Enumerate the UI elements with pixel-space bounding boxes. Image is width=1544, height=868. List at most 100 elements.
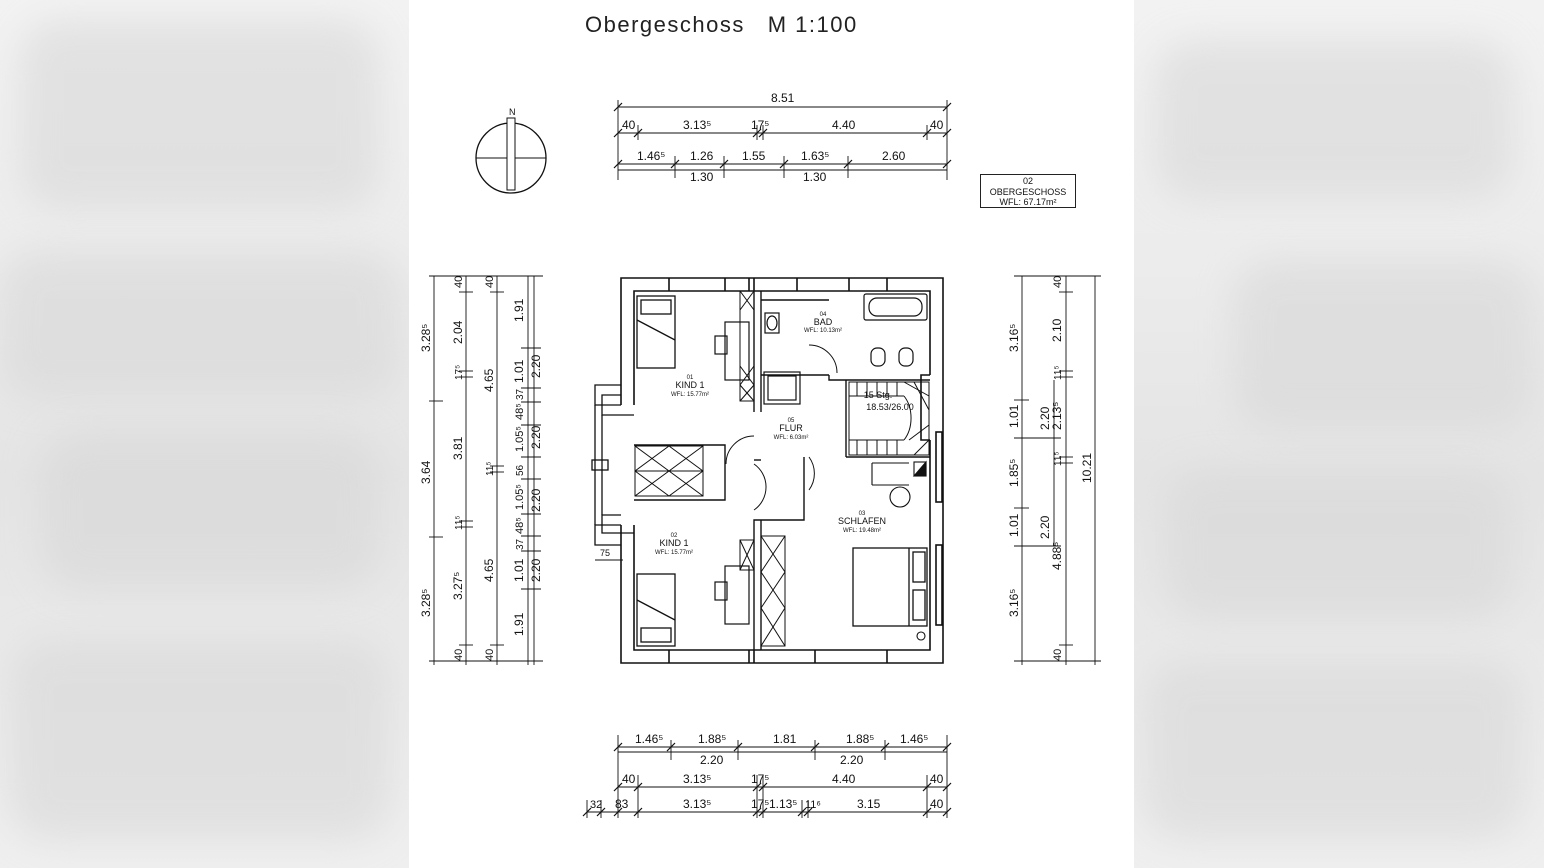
wardrobes <box>634 290 786 647</box>
dim-right-total: 10.21 <box>1080 453 1094 483</box>
dim-bot4-7: 40 <box>930 797 944 811</box>
top-dimension-labels: 8.51 40 3.13⁵ 17⁵ 4.40 40 1.46⁵ 1.26 1.5… <box>622 91 944 184</box>
dim-right1-1: 1.01 <box>1007 404 1021 428</box>
dim-bot3-3: 4.40 <box>832 772 856 786</box>
dim-left2-3: 3.81 <box>451 436 465 460</box>
outer-walls <box>620 277 944 664</box>
dim-top2-2: 17⁵ <box>751 118 769 132</box>
dim-left5-3: 2.20 <box>529 558 543 582</box>
dim-bot4-0: 32 <box>590 799 602 811</box>
dim-left4-0: 1.91 <box>512 298 526 322</box>
right-dimensions <box>1014 275 1101 665</box>
north-label: N <box>509 107 516 117</box>
right-dimension-labels: 3.16⁵ 1.01 1.85⁵ 1.01 3.16⁵ 2.20 2.20 40… <box>1007 276 1094 661</box>
room-number: 01 <box>687 375 694 381</box>
dim-right3-1: 2.10 <box>1050 318 1064 342</box>
dim-bot4-6: 3.15 <box>857 797 881 811</box>
dim-left1-1: 3.64 <box>419 460 433 484</box>
dim-top2-1: 3.13⁵ <box>683 118 711 132</box>
dim-right2-1: 2.20 <box>1038 515 1052 539</box>
dim-bot2-0: 2.20 <box>700 753 724 767</box>
north-arrow-icon: N <box>475 107 547 194</box>
dim-top4-1: 1.30 <box>803 170 827 184</box>
dim-bot3-0: 40 <box>622 772 636 786</box>
room-name: SCHLAFEN <box>838 516 886 526</box>
dim-left2-2: 17⁵ <box>454 365 465 380</box>
dim-right1-4: 3.16⁵ <box>1007 589 1021 617</box>
left-dimension-labels: 3.28⁵ 3.64 3.28⁵ 40 2.04 17⁵ 3.81 11⁵ 3.… <box>419 276 543 661</box>
dim-bot4-1: 83 <box>615 797 629 811</box>
room-number: 02 <box>671 533 678 539</box>
dim-left2-4: 11⁵ <box>454 515 465 530</box>
doors <box>725 344 838 511</box>
level-label-box: 02 OBERGESCHOSS WFL: 67.17m² <box>980 174 1076 208</box>
dim-left3-3: 4.65 <box>482 558 496 582</box>
dim-left2-6: 40 <box>453 649 465 661</box>
dim-left5-2: 2.20 <box>529 488 543 512</box>
dim-right3-6: 40 <box>1052 649 1064 661</box>
room-area: WFL: 19.48m² <box>843 528 881 534</box>
blurred-background-left <box>0 0 409 868</box>
dim-left4-4: 1.05⁵ <box>514 426 526 452</box>
room-number: 05 <box>788 418 795 424</box>
dim-left3-2: 11⁵ <box>485 461 496 476</box>
room-number: 04 <box>820 312 827 318</box>
bottom-dimension-labels: 1.46⁵ 1.88⁵ 1.81 1.88⁵ 1.46⁵ 2.20 2.20 4… <box>590 732 944 811</box>
dim-bot1-3: 1.88⁵ <box>846 732 874 746</box>
stair-ratio: 18.53/26.00 <box>866 402 914 412</box>
dim-left3-0: 40 <box>484 276 496 288</box>
dim-bot1-4: 1.46⁵ <box>900 732 928 746</box>
dim-left2-1: 2.04 <box>451 320 465 344</box>
blurred-background-right <box>1134 0 1544 868</box>
dim-left4-3: 48⁵ <box>514 403 526 420</box>
dim-bot4-2: 3.13⁵ <box>683 797 711 811</box>
dim-top-total: 8.51 <box>771 91 795 105</box>
dim-top3-4: 2.60 <box>882 149 906 163</box>
dim-top2-4: 40 <box>930 118 944 132</box>
room-bad: 04 BAD WFL: 10.13m² <box>804 312 842 334</box>
dim-bot4-4: 1.13⁵ <box>769 797 797 811</box>
dim-top4-0: 1.30 <box>690 170 714 184</box>
plan-title: Obergeschoss M 1:100 <box>585 12 858 37</box>
dim-top3-1: 1.26 <box>690 149 714 163</box>
dim-left5-1: 2.20 <box>529 425 543 449</box>
room-name: KIND 1 <box>659 538 688 548</box>
dim-bot3-2: 17⁵ <box>751 772 769 786</box>
dim-left4-6: 1.05⁵ <box>514 484 526 510</box>
dim-left4-9: 1.01 <box>512 558 526 582</box>
dim-bot2-1: 2.20 <box>840 753 864 767</box>
dim-top3-2: 1.55 <box>742 149 766 163</box>
dim-right3-5: 4.88⁵ <box>1050 542 1064 570</box>
bathroom-fixtures <box>763 293 928 405</box>
dim-right3-2: 11⁵ <box>1053 365 1064 380</box>
room-schlafen: 03 SCHLAFEN WFL: 19.48m² <box>838 511 886 534</box>
room-kind-top: 01 KIND 1 WFL: 15.77m² <box>671 375 709 398</box>
dim-bot1-2: 1.81 <box>773 732 797 746</box>
dim-right2-0: 2.20 <box>1038 406 1052 430</box>
dim-left4-5: 56 <box>515 464 526 476</box>
room-number: 03 <box>859 511 866 517</box>
dim-bot3-1: 3.13⁵ <box>683 772 711 786</box>
dim-top2-0: 40 <box>622 118 636 132</box>
dim-bot4-5: 11⁶ <box>805 799 821 811</box>
dim-left4-7: 48⁵ <box>514 517 526 534</box>
dim-left3-4: 40 <box>484 649 496 661</box>
bed-top-icon <box>636 295 676 369</box>
floor-plan-sheet: Obergeschoss M 1:100 02 OBERGESCHOSS WFL… <box>409 0 1134 868</box>
west-bay-window: 75 <box>591 384 634 561</box>
dim-left4-1: 1.01 <box>512 359 526 383</box>
dim-left4-10: 1.91 <box>512 612 526 636</box>
dim-left3-1: 4.65 <box>482 368 496 392</box>
dim-top3-0: 1.46⁵ <box>637 149 665 163</box>
dim-bot1-0: 1.46⁵ <box>635 732 663 746</box>
room-kind-bottom: 02 KIND 1 WFL: 15.77m² <box>655 533 693 556</box>
room-area: WFL: 15.77m² <box>655 550 693 556</box>
room-name: FLUR <box>779 423 803 433</box>
room-labels: 01 KIND 1 WFL: 15.77m² 02 KIND 1 WFL: 15… <box>655 312 914 556</box>
floor-plan-drawing: N 8.51 40 3.13⁵ <box>419 91 1101 818</box>
dim-top3-3: 1.63⁵ <box>801 149 829 163</box>
left-dimensions <box>429 275 543 665</box>
level-name: OBERGESCHOSS <box>989 186 1067 197</box>
bottom-dimensions <box>582 735 952 818</box>
dim-top2-3: 4.40 <box>832 118 856 132</box>
